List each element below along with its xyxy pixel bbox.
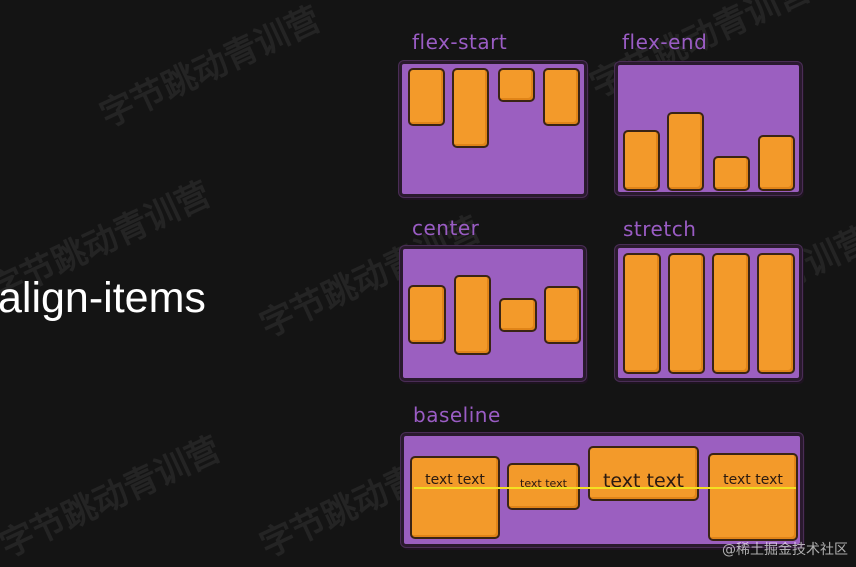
flex-item	[623, 253, 661, 374]
label-flex-start: flex-start	[412, 30, 508, 54]
flex-item	[408, 285, 446, 344]
flex-item: text text	[708, 453, 798, 541]
flex-item	[758, 135, 795, 191]
flex-item	[668, 253, 705, 374]
flex-item	[544, 286, 581, 344]
flex-item	[667, 112, 704, 191]
panel-center	[400, 246, 586, 381]
label-stretch: stretch	[623, 217, 697, 241]
flex-item	[454, 275, 491, 355]
item-text: text text	[425, 472, 485, 488]
flex-item	[623, 130, 660, 191]
flex-item	[712, 253, 750, 374]
label-baseline: baseline	[413, 403, 501, 427]
item-text: text text	[520, 477, 567, 490]
watermark: 字节跳动青训营	[0, 429, 227, 567]
watermark: 字节跳动青训营	[94, 0, 327, 137]
flex-item: text text	[410, 456, 500, 539]
flex-item	[408, 68, 445, 126]
page-title: align-items	[0, 274, 206, 322]
item-text: text text	[602, 470, 685, 492]
panel-stretch	[615, 245, 802, 381]
flex-item	[452, 68, 489, 148]
flex-item	[543, 68, 580, 126]
panel-baseline: text text text text text text text text	[401, 433, 803, 547]
flex-item: text text	[507, 463, 580, 510]
flex-item: text text	[588, 446, 699, 501]
label-center: center	[412, 216, 480, 240]
flex-item	[499, 298, 537, 332]
flex-item	[757, 253, 795, 374]
flex-item	[713, 156, 750, 191]
label-flex-end: flex-end	[622, 30, 708, 54]
panel-flex-start	[399, 61, 587, 197]
baseline-line	[414, 487, 796, 489]
item-text: text text	[723, 472, 783, 488]
panel-flex-end	[615, 62, 802, 195]
flex-item	[498, 68, 535, 102]
credit-text: @稀土掘金技术社区	[722, 542, 848, 558]
